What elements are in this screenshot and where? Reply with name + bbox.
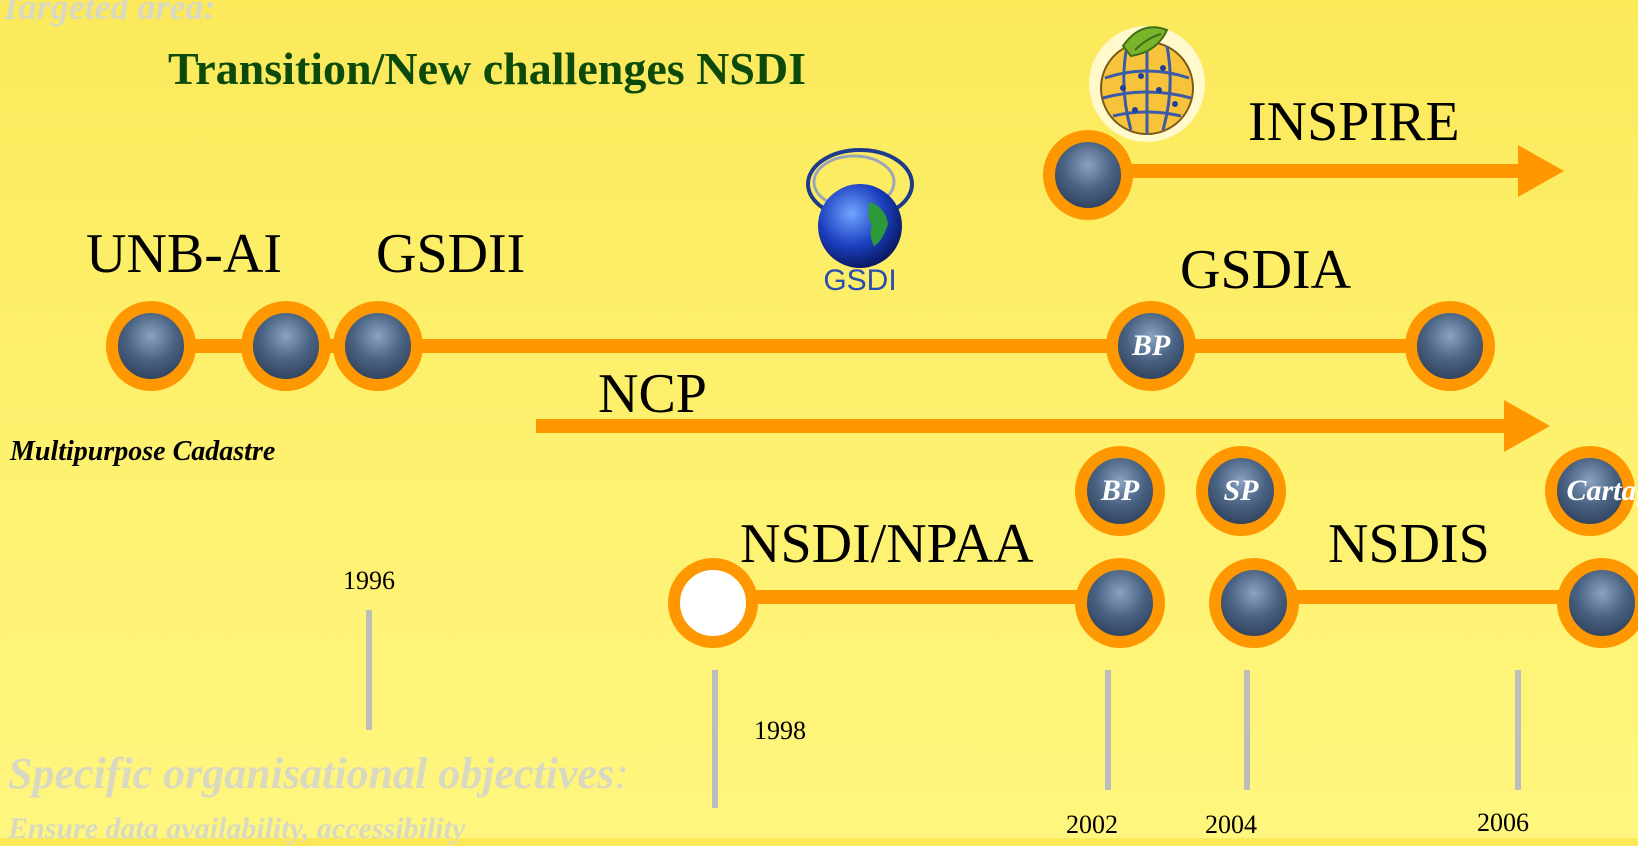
unb-ai-node: [106, 301, 196, 391]
year-1998-tick: [712, 670, 718, 808]
year-2002-tick: [1105, 670, 1111, 790]
multipurpose-cadastre-label: Multipurpose Cadastre: [10, 436, 276, 467]
year-2004-tick: [1244, 670, 1250, 790]
unb-ai-label: UNB-AI: [86, 223, 282, 285]
targeted-area-heading: Targeted area:: [0, 0, 216, 27]
gsdi-logo-text: GSDI: [823, 264, 896, 297]
inspire-globe-logo-icon: [1089, 26, 1205, 142]
inspire-arrow-head: [1518, 145, 1564, 197]
ncp-label: NCP: [598, 363, 707, 425]
nsdis-start-node: [1209, 558, 1299, 648]
year-2002-label: 2002: [1066, 810, 1118, 839]
ncp-arrow-line: [536, 419, 1506, 433]
specific-objectives-colon: :: [614, 749, 629, 798]
nsdi-npaa-end-node: [1075, 558, 1165, 648]
inspire-label: INSPIRE: [1248, 91, 1460, 153]
year-2004-label: 2004: [1205, 810, 1257, 839]
slide-title: Transition/New challenges NSDI: [168, 43, 807, 94]
nsdi-npaa-start-node: [668, 558, 758, 648]
nsdi-bp-node: BP: [1075, 446, 1165, 536]
nsdis-line: [1236, 590, 1636, 604]
specific-objectives-heading: Specific organisational objectives:: [8, 748, 629, 799]
cartagena-tag: Cartag: [1566, 474, 1638, 507]
gsdia-bp-node: BP: [1106, 301, 1196, 391]
nsdis-label: NSDIS: [1328, 513, 1490, 575]
nsdi-npaa-line: [712, 590, 1112, 604]
year-2006-tick: [1515, 670, 1521, 790]
ncp-arrow-head: [1504, 400, 1550, 452]
sp-node: SP: [1196, 446, 1286, 536]
year-1996-tick: [366, 610, 372, 730]
nsdis-end-node: [1557, 558, 1638, 648]
cartagena-node: Cartag: [1545, 446, 1638, 536]
gsdia-end-node: [1405, 301, 1495, 391]
gsdii-node: [333, 301, 423, 391]
inspire-start-node: [1043, 130, 1133, 220]
gsdia-label: GSDIA: [1180, 239, 1352, 301]
nsdi-npaa-label: NSDI/NPAA: [740, 513, 1034, 575]
bp-tag: BP: [1100, 474, 1140, 507]
gsdii-label: GSDII: [376, 223, 526, 285]
year-2006-label: 2006: [1477, 808, 1529, 837]
unb-ai-node-2: [241, 301, 331, 391]
year-1998-label: 1998: [754, 716, 806, 745]
year-1996-label: 1996: [343, 566, 395, 595]
sp-tag: SP: [1223, 474, 1259, 507]
inspire-arrow-line: [1070, 164, 1520, 178]
gsdi-globe-logo-icon: GSDI: [806, 148, 914, 297]
specific-objectives-text: Specific organisational objectives: [8, 749, 615, 798]
bp-tag: BP: [1131, 329, 1171, 362]
ensure-data-text: Ensure data availability, accessibility: [8, 812, 466, 845]
